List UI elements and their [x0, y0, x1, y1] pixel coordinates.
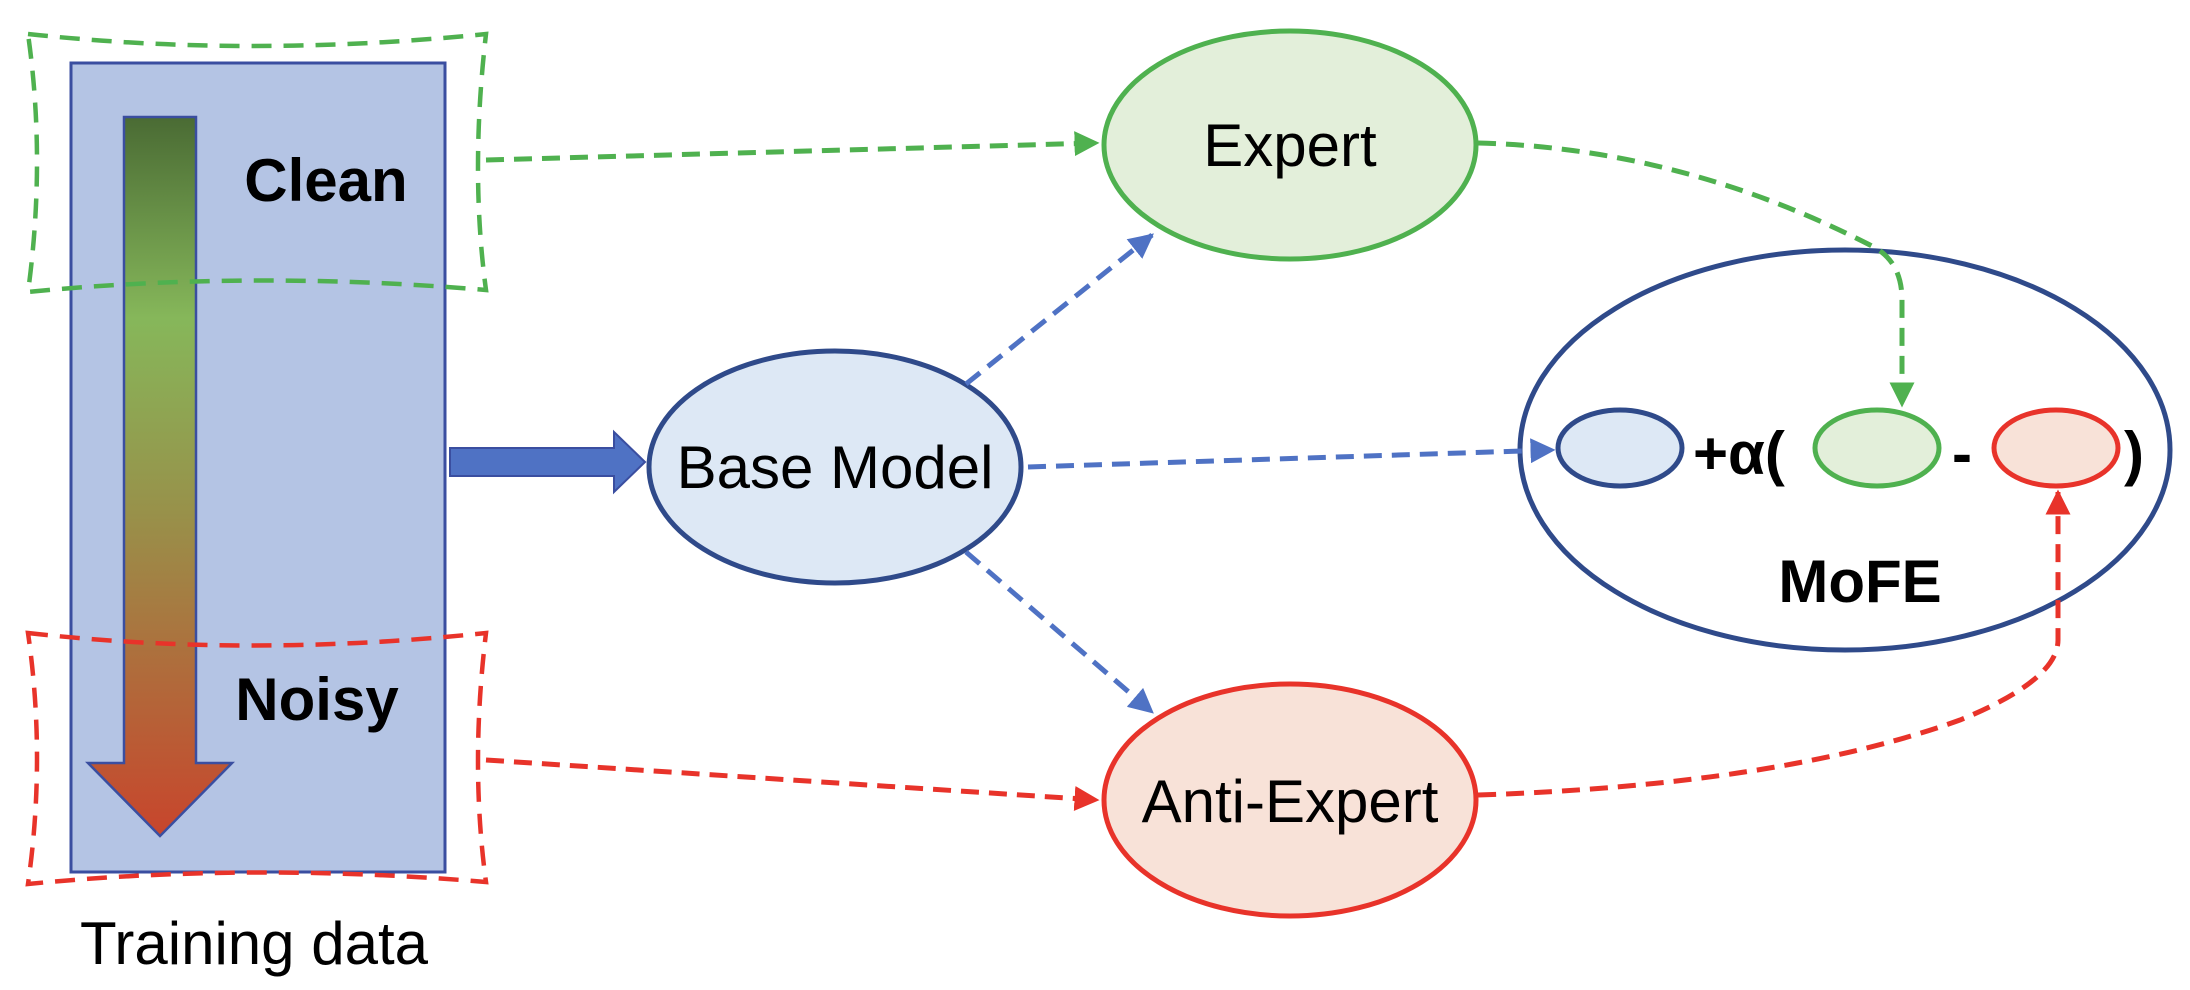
clean-to-expert-arrow: [485, 131, 1100, 163]
formula-minus: -: [1952, 420, 1972, 487]
expert-node: [1101, 28, 1479, 262]
clean-label: Clean: [244, 147, 407, 214]
base-model-label: Base Model: [677, 434, 994, 501]
base-to-expert-arrow: [964, 233, 1154, 386]
noisy-data-bracket: [25, 630, 489, 887]
clean-to-noisy-gradient-arrow: [85, 115, 235, 838]
mofe-label: MoFE: [1778, 548, 1941, 615]
formula-close-paren: ): [2124, 420, 2144, 487]
formula-plus-alpha: +α(: [1693, 420, 1785, 487]
anti-expert-label: Anti-Expert: [1142, 768, 1439, 835]
anti-expert-node: [1101, 681, 1479, 919]
formula-anti-expert-ellipse: [1991, 407, 2121, 489]
anti-expert-to-formula-arrow: [1477, 489, 2071, 798]
noisy-label: Noisy: [235, 666, 399, 733]
base-to-mofe-arrow: [1027, 438, 1556, 470]
formula-expert-ellipse: [1812, 407, 1942, 489]
base-model-node: [646, 348, 1024, 586]
expert-to-formula-arrow: [1477, 140, 1915, 408]
clean-data-bracket: [25, 31, 489, 295]
noisy-to-anti-expert-arrow: [485, 757, 1100, 812]
expert-label: Expert: [1203, 112, 1377, 179]
formula-base-ellipse: [1555, 407, 1685, 489]
base-to-anti-expert-arrow: [964, 550, 1154, 714]
training-data-caption: Training data: [80, 910, 429, 977]
data-to-base-arrow: [449, 429, 647, 495]
